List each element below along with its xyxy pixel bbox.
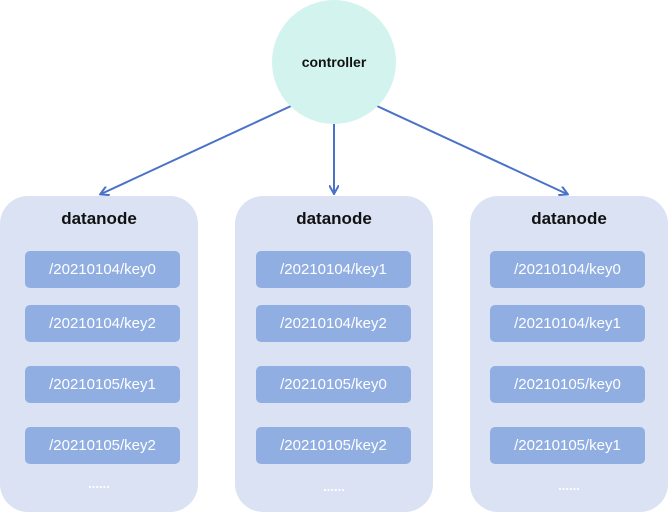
controller-label: controller: [301, 54, 367, 70]
key-item: /20210104/key0: [25, 251, 180, 288]
key-item: /20210105/key2: [25, 427, 180, 464]
datanode-title: datanode: [61, 209, 137, 228]
key-item: /20210105/key1: [490, 427, 645, 464]
key-item: /20210104/key1: [256, 251, 411, 288]
edge-controller-to-datanode-3: [376, 105, 567, 194]
more-ellipsis: ......: [323, 479, 345, 494]
more-ellipsis: ......: [88, 476, 110, 491]
edge-controller-to-datanode-1: [101, 105, 292, 194]
datanode-title: datanode: [296, 209, 372, 228]
key-item: /20210105/key1: [25, 366, 180, 403]
key-item: /20210104/key1: [490, 305, 645, 342]
more-ellipsis: ......: [558, 478, 580, 493]
controller-node: controller: [272, 0, 396, 124]
datanode-3: datanode /20210104/key0 /20210104/key1 /…: [470, 196, 668, 512]
key-item: /20210104/key2: [25, 305, 180, 342]
key-item: /20210105/key2: [256, 427, 411, 464]
key-item: /20210104/key2: [256, 305, 411, 342]
key-item: /20210105/key0: [256, 366, 411, 403]
datanode-title: datanode: [531, 209, 607, 228]
datanode-2: datanode /20210104/key1 /20210104/key2 /…: [235, 196, 433, 512]
datanode-1: datanode /20210104/key0 /20210104/key2 /…: [0, 196, 198, 512]
key-item: /20210104/key0: [490, 251, 645, 288]
key-item: /20210105/key0: [490, 366, 645, 403]
